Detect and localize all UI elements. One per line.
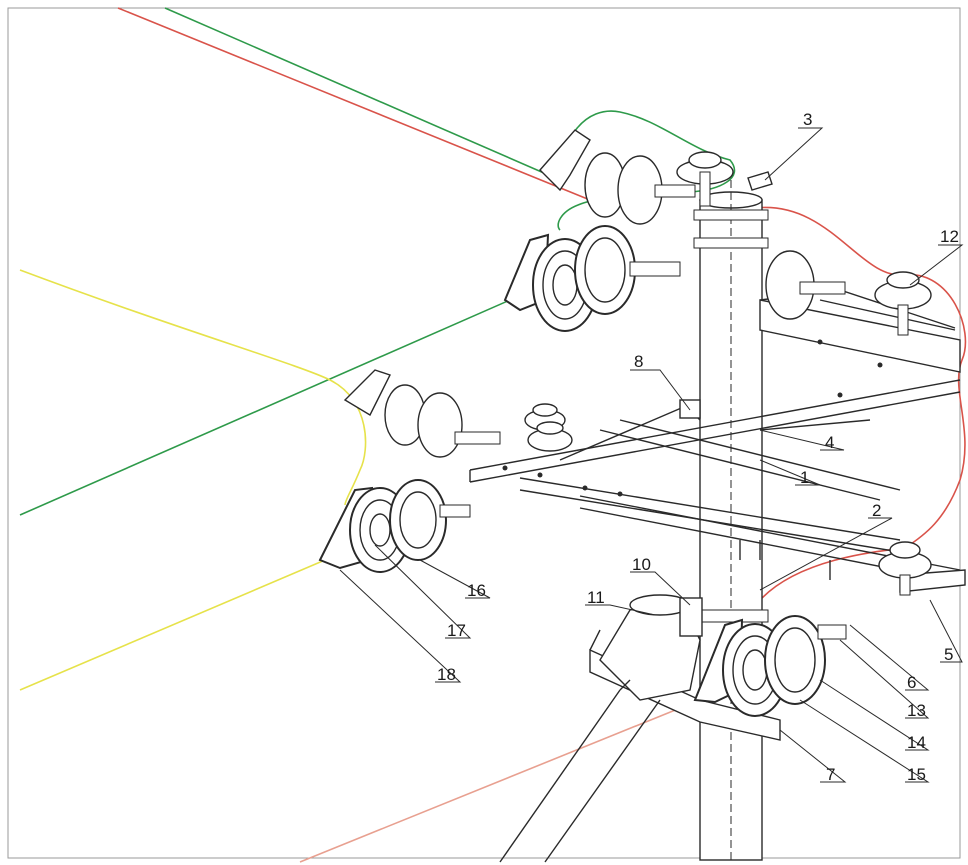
wire-green-loop [557, 110, 736, 231]
callout-7: 7 [826, 765, 835, 784]
strain-insulator-front-left [318, 479, 471, 573]
callout-3: 3 [803, 110, 812, 129]
strain-insulator-upper-right [765, 250, 846, 320]
callout-16: 16 [467, 581, 486, 600]
callout-15: 15 [907, 765, 926, 784]
wire-yellow-lower [19, 559, 326, 691]
pin-insulator-top [676, 151, 734, 207]
wire-yellow-upper [19, 269, 367, 506]
callout-5: 5 [944, 645, 953, 664]
strain-insulator-middle-left [343, 369, 501, 458]
callout-4: 4 [825, 433, 834, 452]
strain-insulator-front-upper [503, 225, 681, 332]
strain-insulator-upper-left [539, 129, 696, 225]
wire-red-loop [754, 206, 967, 549]
wire-green-lower [19, 299, 511, 516]
lower-bracket [499, 594, 781, 863]
callout-18: 18 [437, 665, 456, 684]
callout-17: 17 [447, 621, 466, 640]
wire-red-upper [117, 7, 591, 201]
drawing-frame [7, 7, 961, 859]
callout-14: 14 [907, 733, 926, 752]
wire-green-upper [164, 7, 561, 181]
callout-labels: 1 2 3 4 5 6 7 8 10 11 12 13 14 15 16 17 … [437, 110, 959, 784]
callout-leaders [339, 127, 964, 783]
pin-insulator-right-bottom [878, 541, 932, 596]
strain-insulator-front-right [693, 615, 847, 717]
callout-1: 1 [800, 468, 809, 487]
callout-6: 6 [907, 673, 916, 692]
callout-10: 10 [632, 555, 651, 574]
conductor-wires [19, 7, 967, 863]
callout-8: 8 [634, 352, 643, 371]
callout-12: 12 [940, 227, 959, 246]
wire-salmon-lower [299, 699, 701, 863]
callout-13: 13 [907, 701, 926, 720]
crossarm-frame [469, 289, 966, 593]
callout-2: 2 [872, 501, 881, 520]
callout-11: 11 [587, 588, 605, 607]
pin-insulator-middle-pair [524, 403, 573, 452]
